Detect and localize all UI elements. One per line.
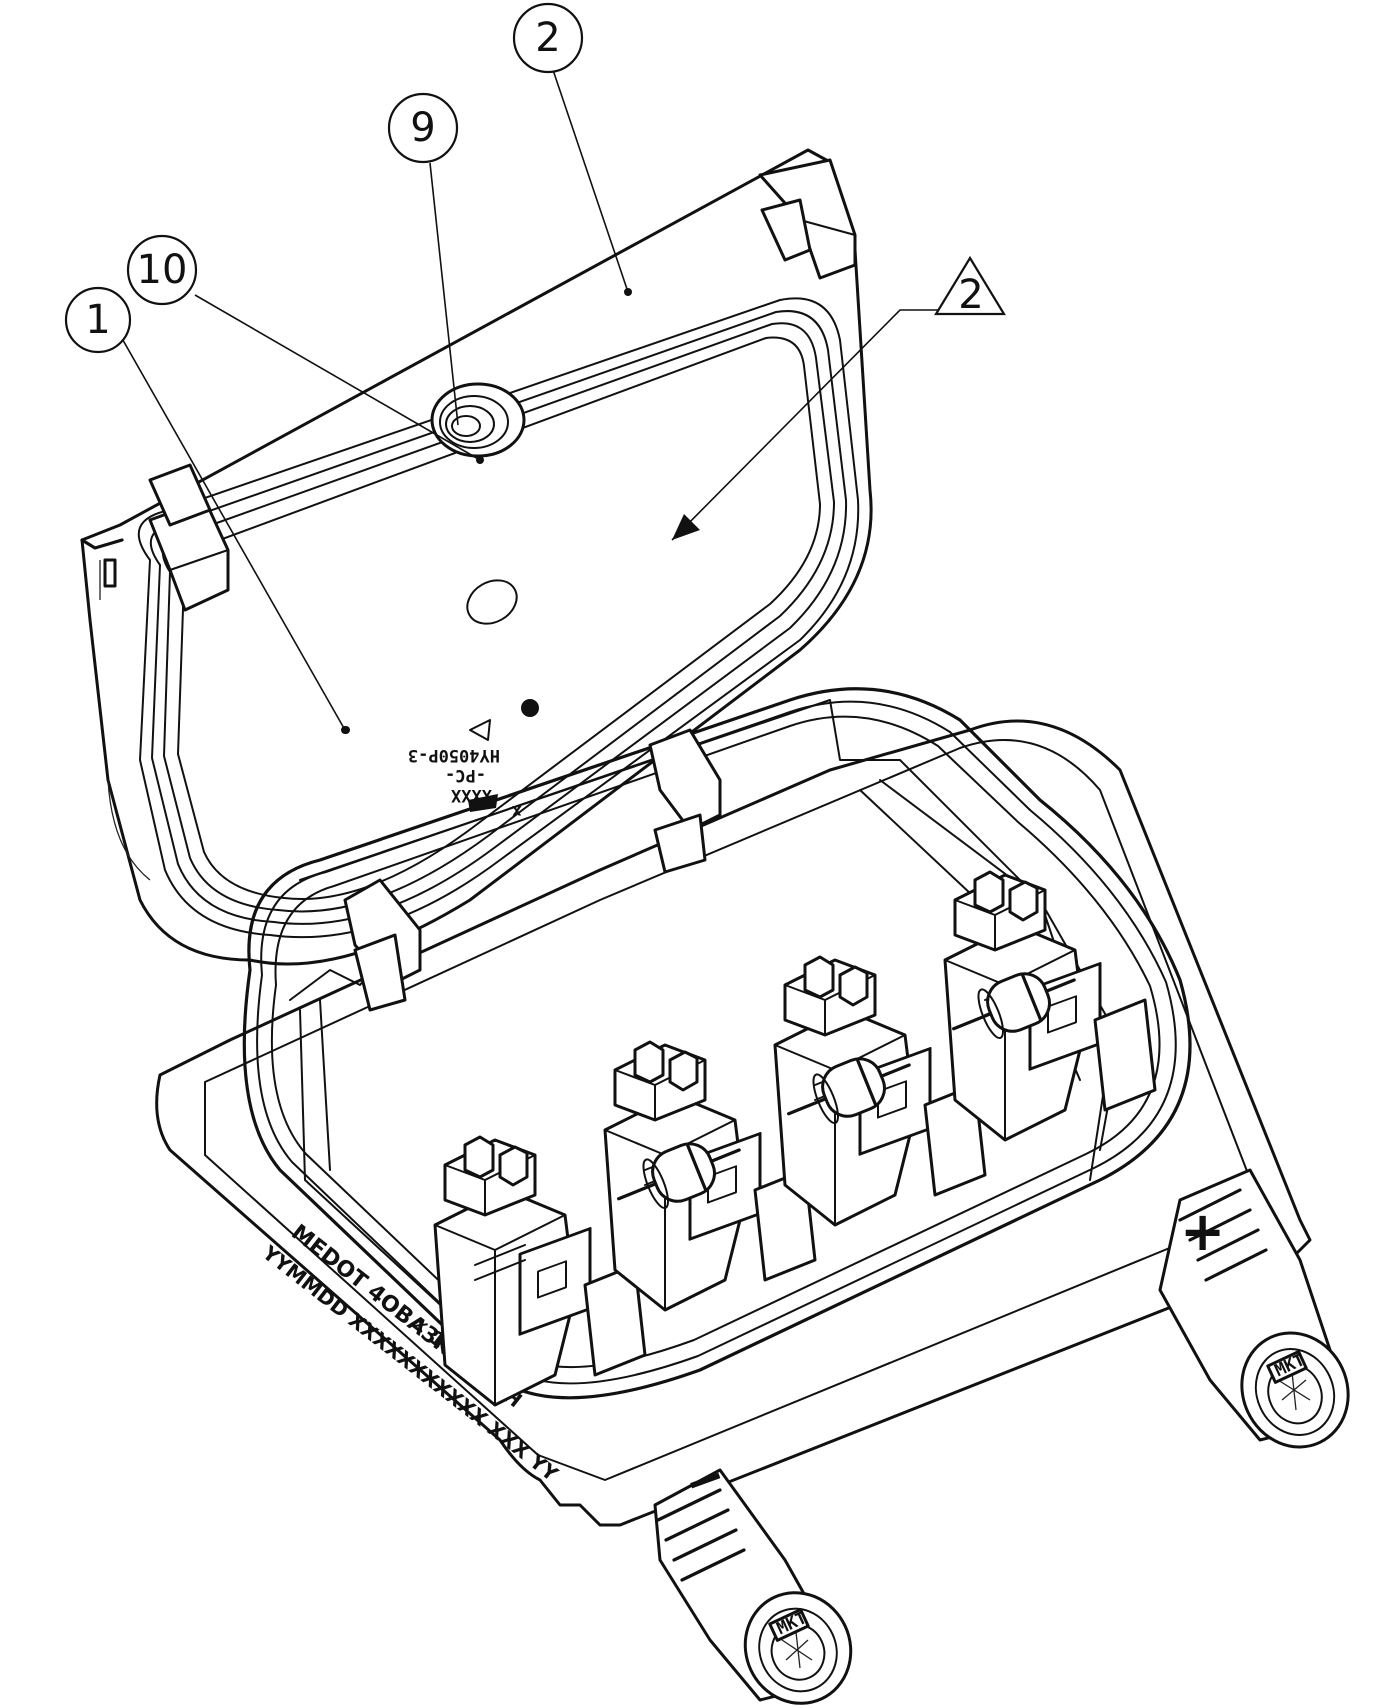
terminal-block bbox=[433, 1135, 647, 1407]
callout-2-label: 2 bbox=[535, 15, 560, 61]
note-flag-triangle: 2 bbox=[934, 255, 1006, 318]
lid-dot-marker bbox=[521, 699, 539, 717]
lid-marking-line4: x bbox=[512, 801, 522, 821]
callout-10-label: 10 bbox=[137, 247, 188, 293]
bypass-diode bbox=[787, 1057, 911, 1125]
lid-marking-line1: HY4050P-3 bbox=[408, 745, 500, 765]
note-flag-label: 2 bbox=[958, 272, 983, 318]
callout-9: 9 bbox=[387, 92, 459, 164]
negative-cable-gland: MKT − bbox=[653, 1447, 853, 1705]
bypass-diode bbox=[952, 972, 1076, 1040]
callout-leaders bbox=[119, 66, 940, 734]
positive-cable-gland: MKT + bbox=[1158, 1168, 1350, 1449]
callout-1: 1 bbox=[64, 286, 132, 354]
callout-9-label: 9 bbox=[410, 105, 435, 151]
callout-1-label: 1 bbox=[85, 297, 110, 343]
callout-10: 10 bbox=[126, 234, 198, 306]
lid-triangle-marker bbox=[469, 719, 491, 741]
lid-marking-line2: -PC- bbox=[445, 765, 486, 785]
positive-terminal-mark: + bbox=[1180, 1200, 1225, 1263]
callout-2: 2 bbox=[512, 2, 584, 74]
bypass-diode bbox=[617, 1142, 741, 1210]
terminal-blocks bbox=[433, 870, 1157, 1407]
